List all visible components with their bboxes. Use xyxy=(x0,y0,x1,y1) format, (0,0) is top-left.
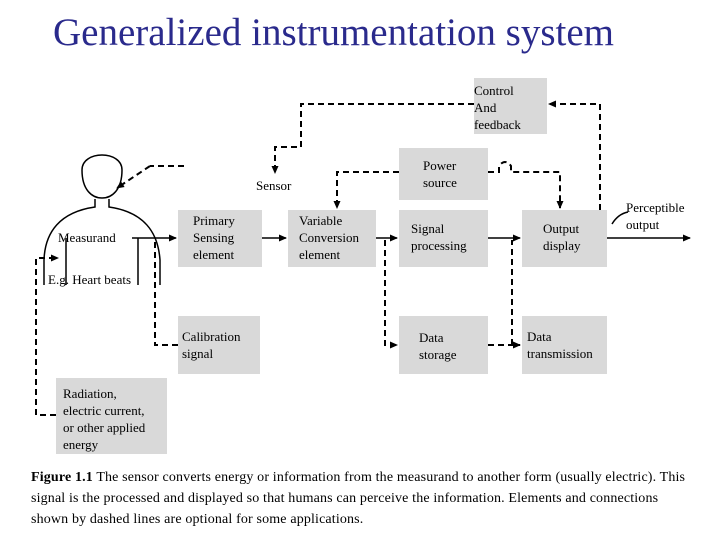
control-feedback-box xyxy=(474,78,547,134)
control-feedback-label: Control And feedback xyxy=(474,83,521,132)
radiation-label: Radiation, electric current, or other ap… xyxy=(63,386,149,452)
power-source-box xyxy=(399,148,488,200)
figure-caption: Figure 1.1 The sensor converts energy or… xyxy=(31,467,691,530)
signal-processing-label: Signal processing xyxy=(411,221,467,253)
sensor-label: Sensor xyxy=(256,178,292,193)
data-transmission-box xyxy=(522,316,607,374)
calibration-signal-label: Calibration signal xyxy=(182,329,244,361)
variable-conversion-label: Variable Conversion element xyxy=(299,213,362,262)
measurand-label: Measurand xyxy=(58,230,116,245)
output-display-label: Output display xyxy=(543,221,582,253)
primary-sensing-box xyxy=(178,210,262,267)
data-storage-box xyxy=(399,316,488,374)
power-source-label: Power source xyxy=(423,158,459,190)
calibration-signal-box xyxy=(178,316,260,374)
data-storage-label: Data storage xyxy=(419,330,457,362)
signal-processing-box xyxy=(399,210,488,267)
figure-caption-text: The sensor converts energy or informatio… xyxy=(31,470,686,527)
output-display-box xyxy=(522,210,607,267)
data-transmission-label: Data transmission xyxy=(527,329,593,361)
primary-sensing-label: Primary Sensing element xyxy=(193,213,238,262)
example-label: E.g. Heart beats xyxy=(48,272,131,287)
perceptible-output-bracket xyxy=(611,211,629,225)
human-figure-icon xyxy=(43,154,161,285)
variable-conversion-box xyxy=(288,210,376,267)
radiation-box xyxy=(56,378,167,454)
page-title: Generalized instrumentation system xyxy=(53,11,615,54)
optional-connections xyxy=(35,100,601,416)
box-labels: Control And feedback Power source Sensor… xyxy=(48,83,688,452)
perceptible-output-label: Perceptible output xyxy=(626,200,688,232)
figure-caption-label: Figure 1.1 xyxy=(31,470,93,485)
